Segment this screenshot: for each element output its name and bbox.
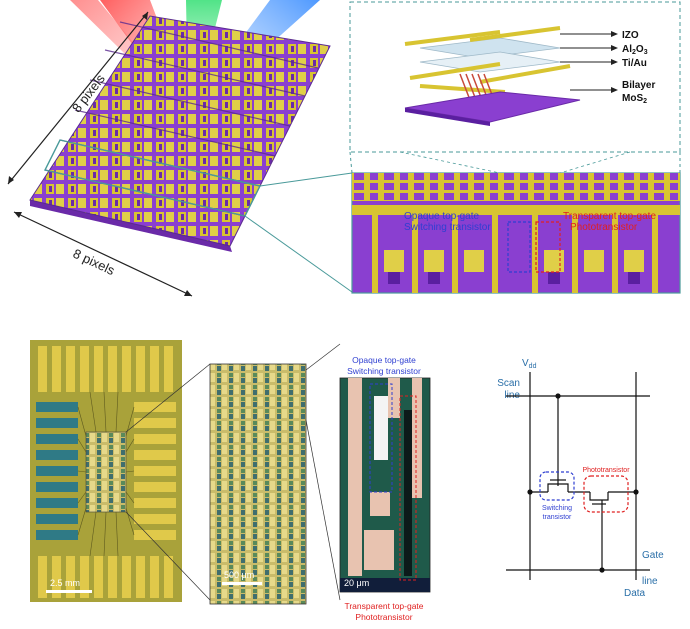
pixel-circuit: Vdd Scan line Phot [497, 358, 664, 599]
arrowhead [8, 176, 14, 184]
dimension-arrow-top [7, 11, 149, 185]
data-label: Data [624, 588, 646, 599]
zoom-connector-top [259, 172, 353, 187]
izo-electrodes [404, 26, 561, 46]
switching-label-2: transistor [543, 514, 572, 521]
pixel-micrograph: Opaque top-gate Switching transistor 20 … [339, 355, 431, 622]
pixel-array-surface [29, 15, 331, 247]
stack-connector-diag-l [399, 151, 501, 174]
chip-center-array [85, 431, 127, 513]
scan-line-label-1: Scan [497, 378, 520, 389]
zoom-dark-pads [388, 272, 640, 284]
zoom-vertical-lines [372, 215, 658, 293]
stack-connector-left [349, 151, 353, 174]
phototransistor-outline [583, 475, 629, 513]
switching-transistor-highlight [507, 221, 531, 273]
micro-connector-2b [305, 419, 341, 601]
label-izo: IZO [622, 30, 639, 41]
phototransistor-highlight [535, 221, 561, 273]
dimension-label-bottom: 8 pixels [71, 246, 118, 278]
label-mos2: MoS2 [622, 93, 647, 105]
substrate-edge [405, 108, 490, 126]
micro-transparent-label-2: Phototransistor [355, 612, 412, 622]
micro-opaque-label-2: Switching transistor [347, 366, 421, 376]
pixel-dark-gate [404, 410, 412, 576]
array-photo [209, 363, 307, 605]
label-bilayer: Bilayer [622, 80, 655, 91]
micro-opaque-label-1: Opaque top-gate [352, 355, 416, 365]
switching-transistor-symbol [547, 479, 569, 492]
zoom-transparent-label-2: Phototransistor [570, 222, 638, 233]
gate-line-label-1: Gate [642, 550, 664, 561]
scale-label-b: 500 μm [224, 570, 254, 580]
scale-label-c: 20 μm [344, 578, 369, 588]
dimension-arrow-bottom [13, 211, 193, 297]
micro-transparent-label-1: Transparent top-gate [344, 601, 423, 611]
pixel-bottom-band [340, 578, 430, 592]
gate-line-label-2: line [642, 576, 658, 587]
pixel-white-gate [374, 396, 388, 460]
label-tiau: Ti/Au [622, 58, 647, 69]
zoom-opaque-label-2: Switching transistor [404, 222, 491, 233]
micro-connector-1b [125, 511, 211, 601]
chip-top-pads [38, 346, 173, 392]
zoomed-pixel-row: Opaque top-gate Switching transistor Tra… [351, 172, 681, 294]
zoom-transparent-label-1: Transparent top-gate [563, 211, 656, 222]
array-diagram: 8 pixels 8 pixels [7, 0, 353, 297]
arrowhead [184, 290, 192, 296]
arrowhead [142, 12, 148, 20]
vdd-label: Vdd [522, 358, 537, 370]
zoom-pads [384, 250, 644, 272]
zoom-opaque-label-1: Opaque top-gate [404, 211, 479, 222]
arrowhead [14, 212, 22, 218]
array-substrate-side [30, 200, 232, 252]
switching-label-1: Switching [542, 505, 572, 512]
circuit-wires [506, 372, 650, 580]
layer-arrowheads [611, 31, 618, 93]
pixel-switching-box [369, 383, 393, 493]
layer-label-arrows [560, 33, 614, 91]
zoom-connector-bottom [244, 215, 353, 293]
array-micrograph: 500 μm [209, 343, 341, 605]
chip-right-pads [134, 402, 176, 540]
stack-connector-diag-r [559, 151, 631, 174]
micro-connector-2a [305, 343, 341, 371]
pixel-photo-box [399, 395, 417, 581]
scale-bar-b-bg [222, 582, 262, 585]
chip-bottom-pads [38, 556, 173, 598]
chip-micrograph: 2.5 mm [30, 340, 211, 602]
scale-bar-a [46, 590, 92, 593]
zoom-top-strip [352, 173, 680, 201]
switching-transistor-outline [539, 471, 575, 501]
chip-left-pads [36, 402, 78, 540]
circuit-nodes [527, 393, 639, 573]
label-al2o3: Al2O3 [622, 44, 648, 56]
scale-label-a: 2.5 mm [50, 578, 80, 588]
pixel-electrodes [348, 378, 422, 576]
micro-connector-1a [125, 363, 211, 433]
zoom-gate-bar [352, 205, 680, 215]
phototransistor-label: Phototransistor [582, 467, 630, 474]
phototransistor-symbol [589, 492, 609, 505]
layer-stack-diagram: IZO Al2O3 Ti/Au Bilayer MoS2 [349, 1, 681, 174]
